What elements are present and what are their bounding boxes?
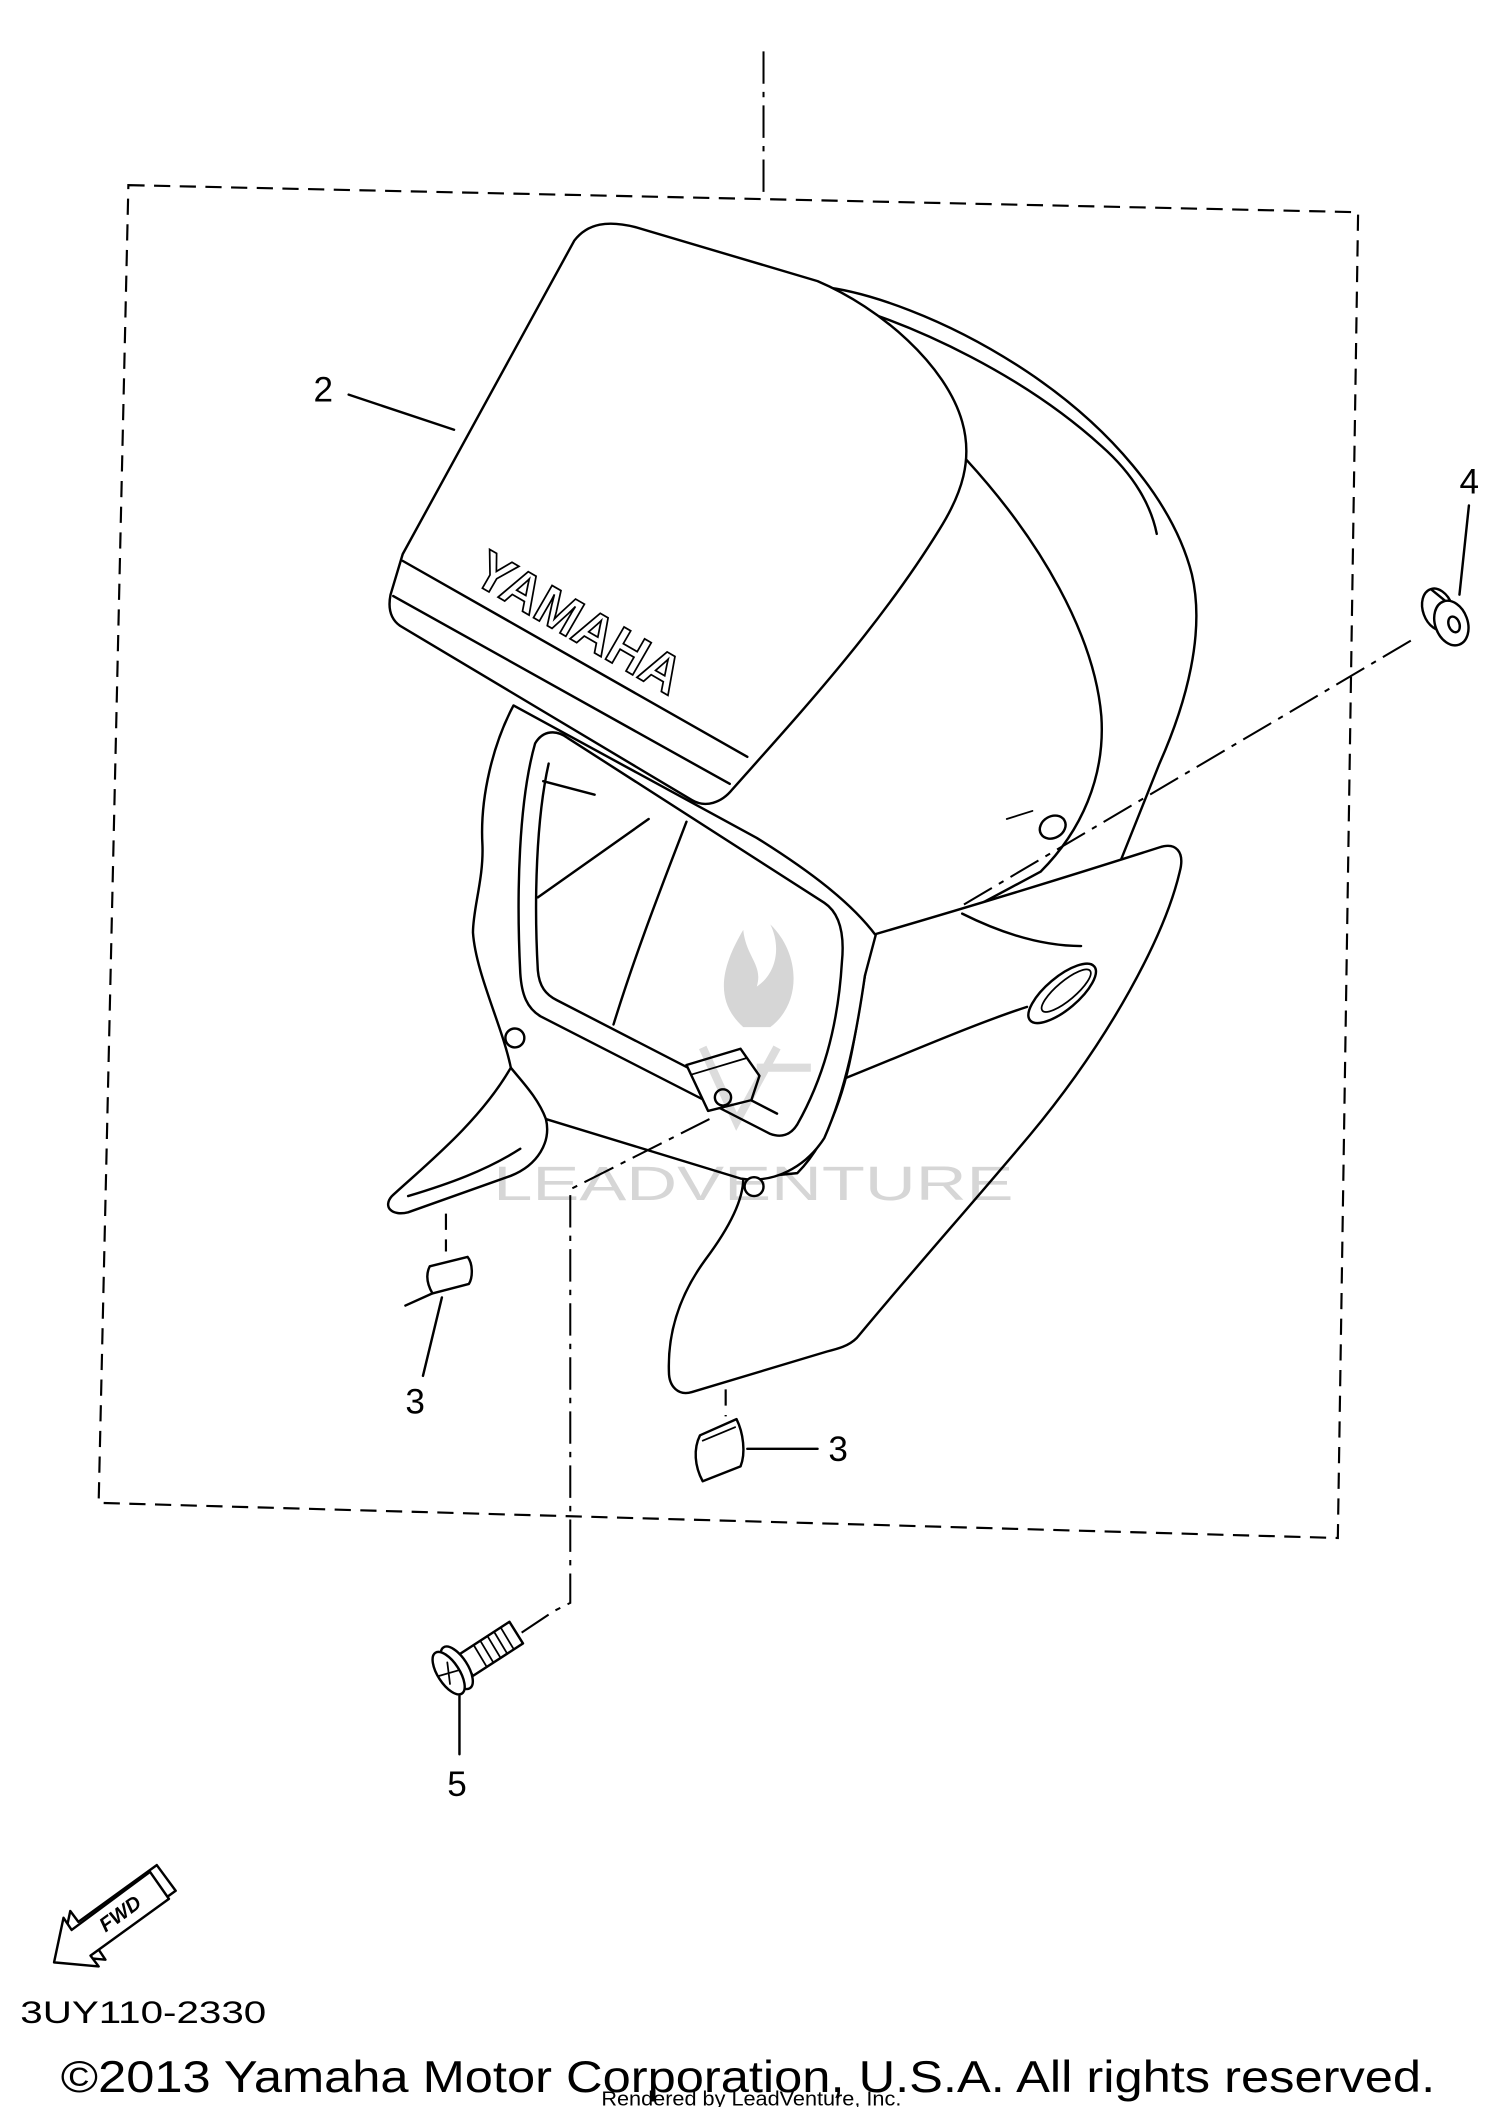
watermark-text: LEADVENTURE <box>493 1157 1013 1211</box>
screw-thread <box>473 1645 488 1668</box>
mount-mark <box>1005 810 1034 820</box>
assembly-dashed-box <box>97 184 1360 1540</box>
windscreen-outline <box>388 222 968 806</box>
headlight-opening-rim <box>534 762 779 1115</box>
screw <box>431 1118 710 1696</box>
cowl-shell-inner-edge <box>825 298 1158 536</box>
callout-4: 4 <box>1459 462 1479 501</box>
frame-hole-left <box>504 1027 526 1049</box>
callout-2: 2 <box>314 370 334 409</box>
frame-left-wing-inner-line <box>406 1147 522 1198</box>
grommet-hole <box>1447 615 1462 634</box>
cowl-interior-curve <box>612 820 688 1026</box>
windscreen: YAMAHA <box>388 222 968 806</box>
watermark: LEADVENTURE <box>493 924 1014 1211</box>
side-panel-stripe-line <box>836 1005 1029 1083</box>
copyright-notice: ©2013 Yamaha Motor Corporation, U.S.A. A… <box>61 2053 1435 2102</box>
screw-thread <box>480 1641 495 1664</box>
headlight-frame <box>386 704 877 1215</box>
clip-right-fold <box>701 1426 737 1442</box>
cowl-interior-line-diagonal <box>536 817 650 899</box>
clip-left-shape <box>426 1255 474 1295</box>
clip-right <box>694 1389 745 1483</box>
screw-head-slot <box>446 1661 451 1685</box>
cowl-side-panel <box>667 844 1183 1395</box>
rendered-by-notice: Rendered by LeadVenture, Inc. <box>601 2089 901 2107</box>
side-panel-upper-line <box>960 912 1083 948</box>
grommet-leader-line <box>961 639 1412 907</box>
windscreen-stripe-lower <box>392 594 731 786</box>
screw-leader-line <box>521 1118 710 1634</box>
callout-5: 5 <box>447 1765 467 1804</box>
clip-right-shape <box>694 1417 745 1483</box>
callout-3-right: 3 <box>828 1430 848 1469</box>
grommet-front-face <box>1432 599 1470 647</box>
grommet-top-edge <box>1429 588 1448 603</box>
leadventure-flame-icon <box>723 924 794 1028</box>
clip-left <box>404 1213 474 1307</box>
side-panel-slot-inner <box>1040 968 1092 1013</box>
callout-4-leader <box>1458 504 1471 596</box>
frame-left-wing-join <box>509 1066 548 1121</box>
callouts: 2 4 3 3 5 <box>314 370 1479 1804</box>
fwd-arrow-body <box>52 1870 171 1968</box>
grommet <box>1420 587 1470 647</box>
cowl-front-edge <box>960 458 1104 915</box>
assembly-boundary <box>97 51 1360 1540</box>
cowl-shell-outer-edge <box>817 285 1198 867</box>
frame-hole-right <box>743 1175 765 1198</box>
callout-3-left: 3 <box>405 1383 425 1422</box>
cowl-interior-line-upper <box>542 779 596 796</box>
callout-2-leader <box>347 393 456 431</box>
side-panel-slot-outer <box>1027 962 1098 1025</box>
mounting-bracket-edge <box>691 1057 747 1076</box>
clip-left-tab <box>404 1292 434 1307</box>
fwd-arrow-icon: FWD <box>52 1863 177 1968</box>
watermark-monogram <box>699 1045 811 1131</box>
screw-thread <box>500 1627 515 1650</box>
screw-thread <box>486 1635 501 1658</box>
mount-ring <box>1038 814 1067 840</box>
windscreen-stripe-upper <box>401 559 749 759</box>
cowl-grommet-mount <box>1005 810 1067 840</box>
part-code: 3UY110-2330 <box>20 1995 266 2030</box>
callout-3-left-leader <box>421 1296 444 1378</box>
cowl-shell <box>817 285 1198 915</box>
screw-thread <box>493 1631 508 1654</box>
headlight-opening <box>517 731 844 1137</box>
